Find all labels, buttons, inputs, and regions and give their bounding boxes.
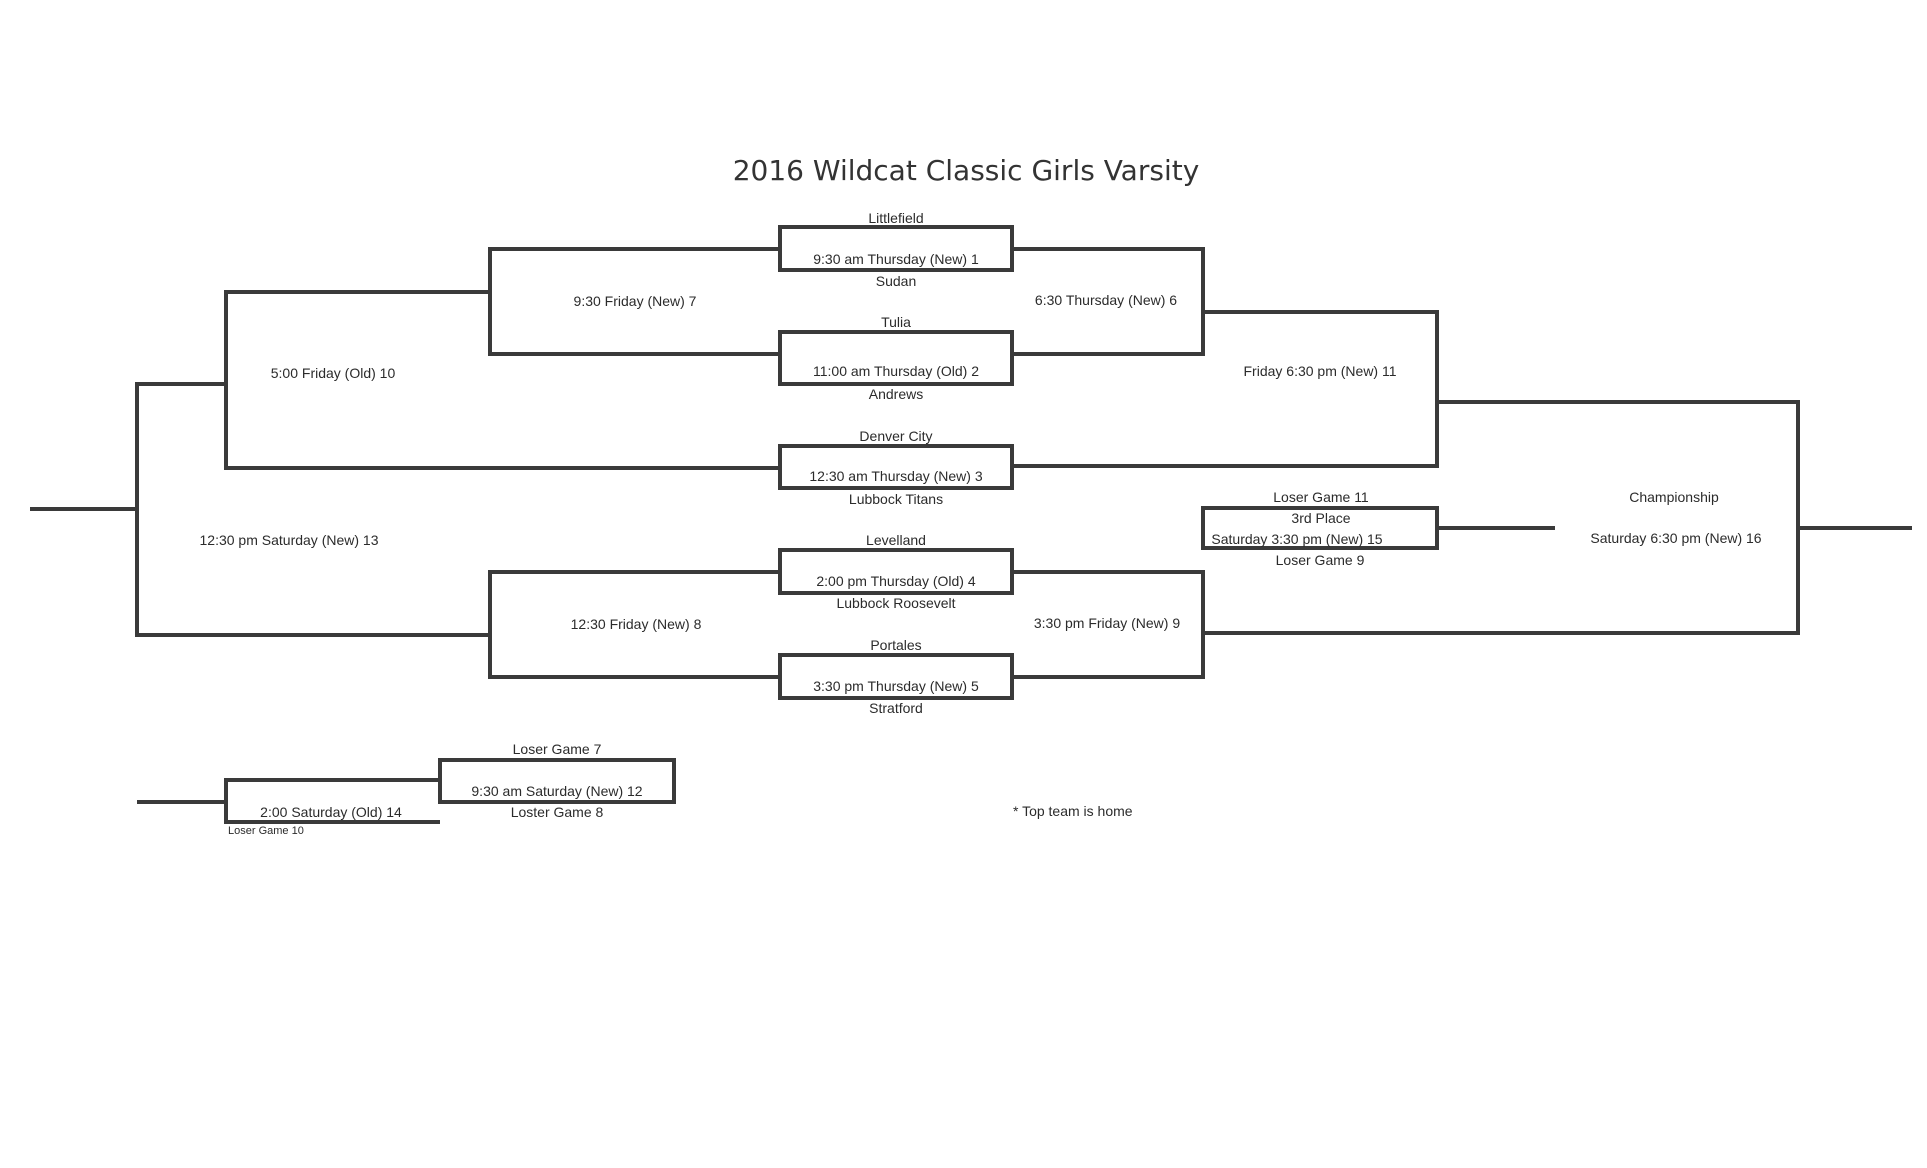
game-16-label: Saturday 6:30 pm (New) 16 [1590,530,1762,546]
game-1-label: 9:30 am Thursday (New) 1 [813,251,979,267]
bracket-game-10 [224,290,780,470]
championship-label: Championship [1629,489,1719,505]
bracket-game-11 [1012,310,1439,468]
team-levelland: Levelland [866,532,926,548]
bracket-championship [1203,400,1800,635]
bracket-game-9 [1012,570,1205,679]
game-7-label: 9:30 Friday (New) 7 [573,293,697,309]
team-sudan: Sudan [875,273,917,289]
game-13-label: 12:30 pm Saturday (New) 13 [199,532,379,548]
game-10-label: 5:00 Friday (Old) 10 [270,365,396,381]
team-andrews: Andrews [868,386,924,402]
game-4-label: 2:00 pm Thursday (Old) 4 [816,573,976,589]
loser-game-11-label: Loser Game 11 [1273,489,1369,505]
game-8-label: 12:30 Friday (New) 8 [570,616,702,632]
game-14-label: 2:00 Saturday (Old) 14 [260,804,402,820]
bracket-game-7 [488,247,780,356]
bracket-game-8 [488,570,780,679]
bracket-game-13 [135,382,490,637]
game-5-label: 3:30 pm Thursday (New) 5 [813,678,979,694]
loser-game-10-label: Loser Game 10 [228,825,304,837]
team-lubbock-roosevelt: Lubbock Roosevelt [836,595,956,611]
game-11-label: Friday 6:30 pm (New) 11 [1243,363,1397,379]
game-box-2 [778,330,1014,386]
team-portales: Portales [870,637,922,653]
loser-game-9-label: Loser Game 9 [1275,552,1365,568]
game-2-label: 11:00 am Thursday (Old) 2 [812,363,980,379]
team-tulia: Tulia [881,314,911,330]
game-9-label: 3:30 pm Friday (New) 9 [1033,615,1181,631]
bracket-game-6 [1012,247,1205,356]
game-12-label: 9:30 am Saturday (New) 12 [471,783,643,799]
team-stratford: Stratford [869,700,923,716]
team-littlefield: Littlefield [868,210,924,226]
home-team-note: * Top team is home [1013,803,1133,819]
third-place-label: 3rd Place [1291,510,1351,526]
game-3-label: 12:30 am Thursday (New) 3 [809,468,983,484]
loster-game-8-label: Loster Game 8 [510,804,604,820]
game-6-label: 6:30 Thursday (New) 6 [1034,292,1178,308]
game-15-label: Saturday 3:30 pm (New) 15 [1211,531,1383,547]
loser-game-7-label: Loser Game 7 [512,741,602,757]
page-title: 2016 Wildcat Classic Girls Varsity [732,154,1200,187]
team-lubbock-titans: Lubbock Titans [848,491,944,507]
team-denver-city: Denver City [859,428,933,444]
